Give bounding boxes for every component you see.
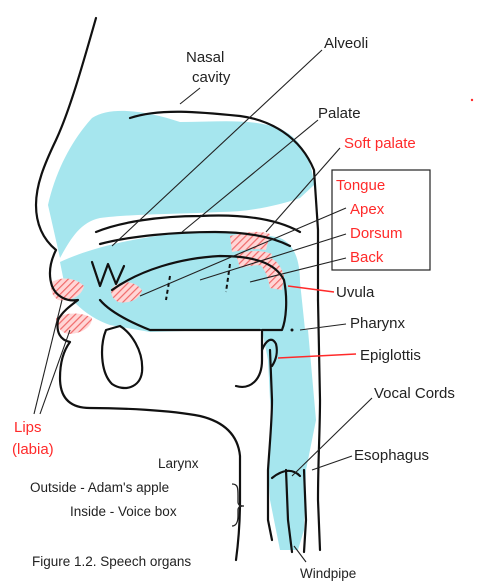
hyoid-shape: [102, 326, 142, 388]
palate-outline: [96, 216, 300, 232]
label-windpipe: Windpipe: [300, 566, 356, 581]
label-back: Back: [350, 249, 384, 266]
label-lips-1: Lips: [14, 419, 42, 436]
pharynx-back-wall: [318, 300, 320, 550]
figure-caption: Figure 1.2. Speech organs: [32, 554, 191, 569]
label-uvula: Uvula: [336, 284, 375, 301]
label-pharynx: Pharynx: [350, 315, 406, 332]
label-soft-palate: Soft palate: [344, 135, 416, 152]
label-outside: Outside - Adam's apple: [30, 480, 169, 495]
label-nasal-cavity-1: Nasal: [186, 49, 224, 66]
marker-dot-2: [291, 329, 294, 332]
leader-nasal: [180, 88, 200, 104]
label-epiglottis: Epiglottis: [360, 347, 421, 364]
marker-dot-1: [471, 99, 473, 101]
label-tongue: Tongue: [336, 177, 385, 194]
label-vocal-cords: Vocal Cords: [374, 385, 455, 402]
leader-lips-1: [34, 300, 62, 414]
label-palate: Palate: [318, 105, 361, 122]
larynx-brace: [232, 484, 244, 526]
label-alveoli: Alveoli: [324, 35, 368, 52]
label-apex: Apex: [350, 201, 385, 218]
label-dorsum: Dorsum: [350, 225, 403, 242]
label-nasal-cavity-2: cavity: [192, 69, 231, 86]
label-larynx: Larynx: [158, 456, 199, 471]
label-lips-2: (labia): [12, 441, 54, 458]
label-esophagus: Esophagus: [354, 447, 429, 464]
label-inside: Inside - Voice box: [70, 504, 177, 519]
leader-pharynx: [300, 324, 346, 330]
